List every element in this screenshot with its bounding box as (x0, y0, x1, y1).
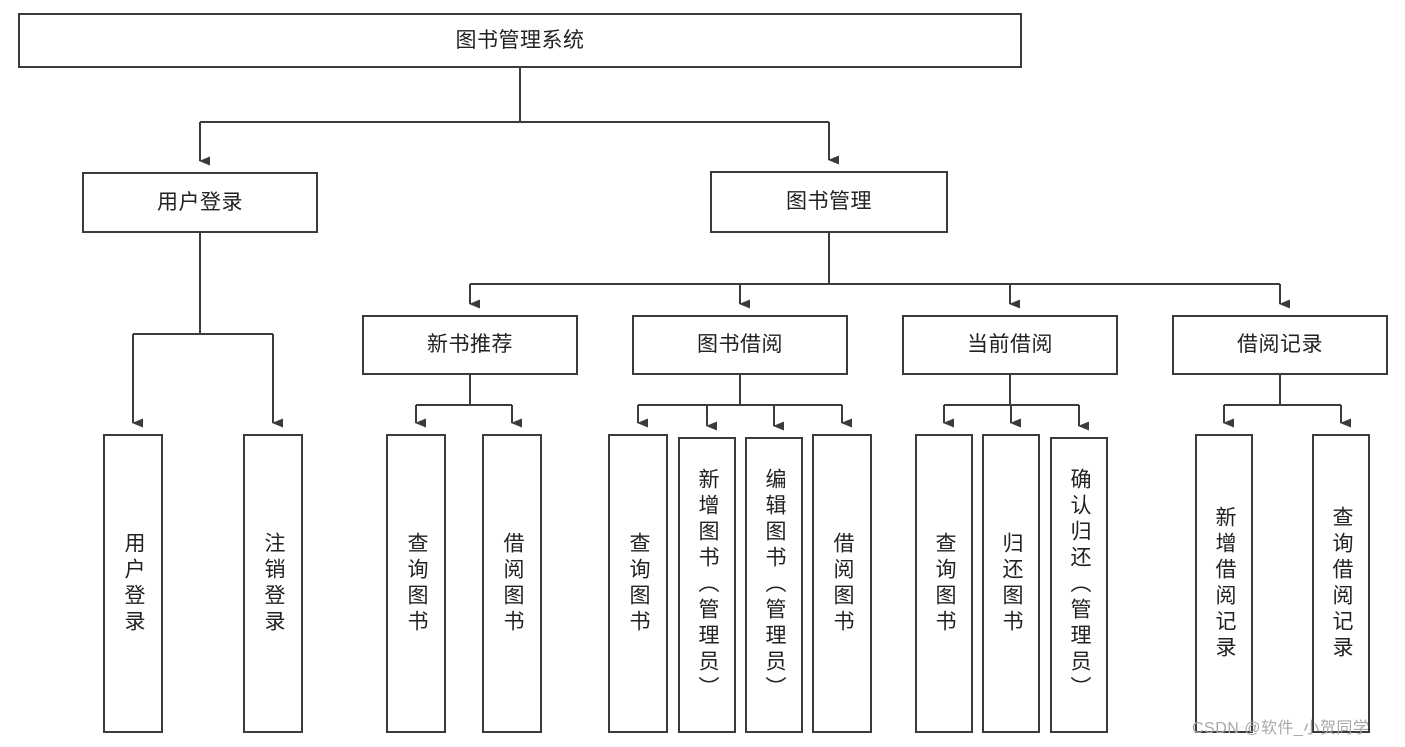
node-leaf-confirm-return-admin[interactable]: 确认归还（管理员） (1050, 437, 1108, 733)
node-leaf-query-borrow-record[interactable]: 查询借阅记录 (1312, 434, 1370, 733)
node-leaf-query-book-3[interactable]: 查询图书 (915, 434, 973, 733)
node-label-leaf-query-book-1: 查询图书 (405, 531, 429, 636)
node-label-leaf-add-borrow-record: 新增借阅记录 (1213, 505, 1237, 662)
node-label-leaf-query-borrow-record: 查询借阅记录 (1330, 505, 1354, 662)
node-book-management[interactable]: 图书管理 (710, 171, 948, 233)
node-label-leaf-edit-book-admin: 编辑图书（管理员） (763, 468, 787, 702)
node-leaf-query-book-1[interactable]: 查询图书 (386, 434, 446, 733)
node-user-login[interactable]: 用户登录 (82, 172, 318, 233)
node-book-borrow[interactable]: 图书借阅 (632, 315, 848, 375)
node-label-leaf-logout: 注销登录 (262, 531, 286, 636)
node-borrow-record[interactable]: 借阅记录 (1172, 315, 1388, 375)
node-label-leaf-borrow-book-2: 借阅图书 (831, 531, 855, 636)
node-label-new-book-recommend: 新书推荐 (427, 333, 513, 357)
node-label-book-management: 图书管理 (786, 190, 872, 214)
node-current-borrow[interactable]: 当前借阅 (902, 315, 1118, 375)
node-label-root: 图书管理系统 (455, 28, 585, 52)
node-new-book-recommend[interactable]: 新书推荐 (362, 315, 578, 375)
node-label-leaf-confirm-return-admin: 确认归还（管理员） (1068, 468, 1092, 702)
node-leaf-edit-book-admin[interactable]: 编辑图书（管理员） (745, 437, 803, 733)
node-leaf-logout[interactable]: 注销登录 (243, 434, 303, 733)
node-label-borrow-record: 借阅记录 (1237, 333, 1323, 357)
node-leaf-add-book-admin[interactable]: 新增图书（管理员） (678, 437, 736, 733)
node-label-leaf-borrow-book-1: 借阅图书 (501, 531, 525, 636)
node-leaf-borrow-book-2[interactable]: 借阅图书 (812, 434, 872, 733)
node-leaf-borrow-book-1[interactable]: 借阅图书 (482, 434, 542, 733)
node-leaf-add-borrow-record[interactable]: 新增借阅记录 (1195, 434, 1253, 733)
node-label-current-borrow: 当前借阅 (967, 333, 1053, 357)
node-label-user-login: 用户登录 (157, 190, 243, 214)
node-root[interactable]: 图书管理系统 (18, 13, 1022, 68)
node-leaf-return-book[interactable]: 归还图书 (982, 434, 1040, 733)
node-label-leaf-user-login: 用户登录 (122, 531, 146, 636)
node-leaf-query-book-2[interactable]: 查询图书 (608, 434, 668, 733)
node-leaf-user-login[interactable]: 用户登录 (103, 434, 163, 733)
node-label-leaf-query-book-3: 查询图书 (933, 531, 957, 636)
node-label-leaf-query-book-2: 查询图书 (627, 531, 651, 636)
node-label-book-borrow: 图书借阅 (697, 333, 783, 357)
node-label-leaf-return-book: 归还图书 (1000, 531, 1024, 636)
node-label-leaf-add-book-admin: 新增图书（管理员） (696, 468, 720, 702)
